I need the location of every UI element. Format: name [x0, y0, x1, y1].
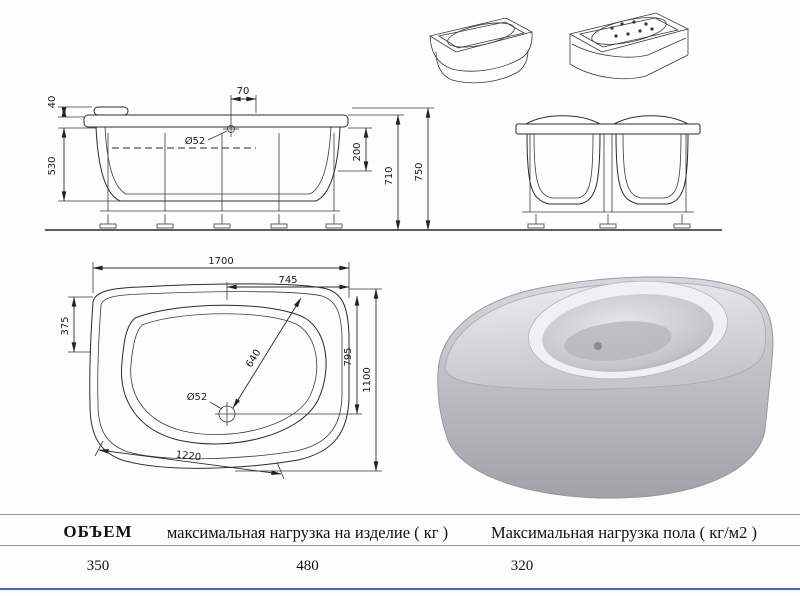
table-header-floor-load: Максимальная нагрузка пола ( кг/м2 ) [491, 523, 757, 542]
plan-bowl-inner [130, 313, 318, 435]
front-elevation-view: Ø52 40 530 70 200 710 750 [45, 86, 722, 231]
dim-label-710: 710 [384, 166, 395, 185]
table-value-floor-load: 320 [510, 558, 534, 574]
dim-label-745: 745 [278, 275, 297, 286]
hydro-jets [610, 20, 654, 38]
dim-label-795: 795 [343, 347, 354, 366]
dim-label-640: 640 [244, 348, 263, 370]
table-rule-bottom [0, 588, 800, 590]
render-bowl-bottom [564, 321, 672, 361]
dim-label-530: 530 [47, 156, 58, 175]
table-value-volume: 350 [86, 558, 110, 574]
dim-label-70: 70 [237, 86, 250, 97]
dim-label-750: 750 [414, 162, 425, 181]
technical-drawing: Ø52 40 530 70 200 710 750 [45, 12, 774, 499]
plan-outline-rim [97, 291, 343, 460]
tub-body-outer [95, 126, 341, 202]
drain-symbol-front [223, 121, 239, 137]
table-header-product-load: максимальная нагрузка на изделие ( кг ) [166, 523, 449, 542]
dim-label-drain-front: Ø52 [185, 135, 206, 147]
iso-view-jets [568, 12, 690, 80]
drain-leader-plan [209, 401, 223, 410]
tub-rim-side [515, 123, 701, 135]
plan-bowl-outer [121, 304, 327, 445]
dim-label-40: 40 [47, 96, 58, 109]
render-drain [594, 342, 602, 350]
dim-label-1220: 1220 [175, 450, 202, 464]
support-frame-side [522, 134, 694, 229]
table-value-product-load: 480 [296, 558, 319, 574]
drain-symbol-plan [215, 402, 239, 426]
side-elevation-view [515, 115, 701, 229]
plan-view: Ø52 1700 745 375 795 1100 640 [60, 256, 382, 480]
dim-label-1700: 1700 [208, 256, 233, 267]
dim-label-200: 200 [352, 142, 363, 161]
dim-label-1100: 1100 [362, 367, 373, 392]
plan-outline-outer [89, 283, 350, 469]
tub-body-inner [104, 126, 332, 195]
dim-label-drain-plan: Ø52 [187, 391, 208, 403]
side-panel-left [526, 133, 601, 205]
headrest-right [613, 115, 689, 125]
table-header-volume: ОБЪЕМ [63, 522, 133, 541]
headrest-left [525, 115, 601, 125]
table-rule-top [0, 514, 800, 515]
drain-leader-front [207, 130, 228, 141]
iso-view-simple [428, 17, 534, 84]
table-rule-middle [0, 545, 800, 546]
product-render [437, 276, 774, 499]
rim-fitting [93, 106, 129, 116]
side-panel-right [615, 133, 689, 205]
tub-rim-front [83, 114, 349, 128]
dim-label-375: 375 [60, 316, 71, 335]
support-frame-front [99, 133, 343, 229]
